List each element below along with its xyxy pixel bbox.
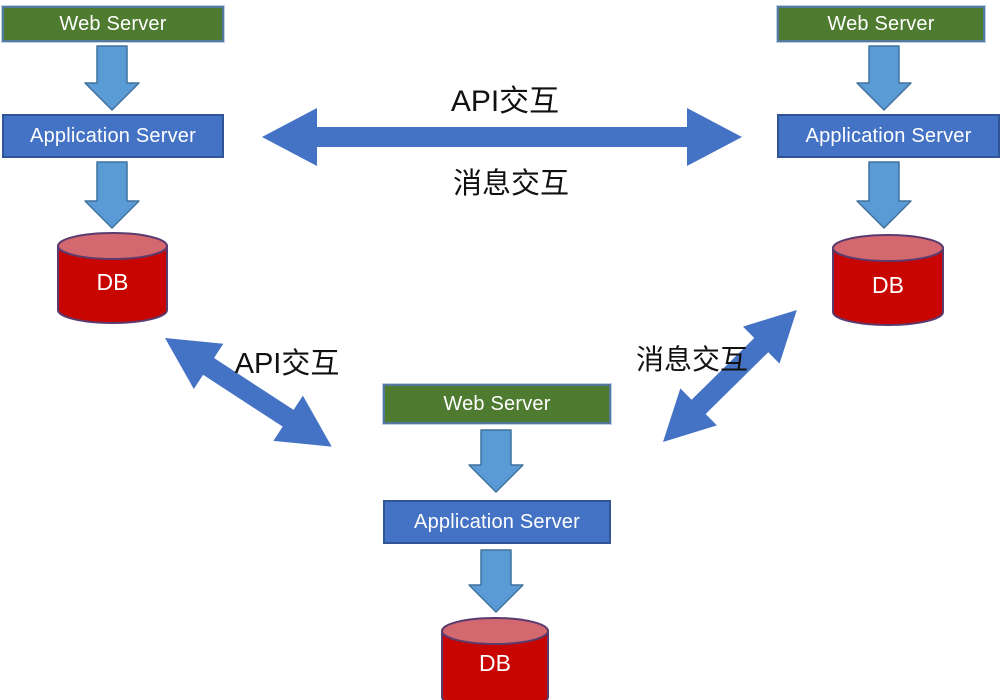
application-server-box-top-left: Application Server (2, 114, 224, 158)
down-arrow-icon-left-app-to-db (84, 161, 140, 229)
down-arrow-icon-center-app-to-db (468, 549, 524, 613)
web-server-label: Web Server (827, 12, 935, 35)
db-cylinder-right (832, 234, 944, 326)
down-arrow-icon-center-web-to-app (468, 429, 524, 493)
web-server-label: Web Server (443, 392, 551, 415)
double-arrow-icon-diagonal-message (663, 309, 797, 442)
down-arrow-icon-left-web-to-app (84, 45, 140, 111)
web-server-box-top-right: Web Server (777, 6, 985, 42)
double-arrow-icon-horizontal-api-message (262, 108, 742, 166)
application-server-box-bottom-center: Application Server (383, 500, 611, 544)
down-arrow-icon-right-app-to-db (856, 161, 912, 229)
web-server-box-top-left: Web Server (2, 6, 224, 42)
db-cylinder-center (441, 617, 549, 700)
application-server-box-top-right: Application Server (777, 114, 1000, 158)
application-server-label: Application Server (414, 510, 580, 533)
web-server-box-bottom-center: Web Server (383, 384, 611, 424)
application-server-label: Application Server (30, 124, 196, 147)
web-server-label: Web Server (59, 12, 167, 35)
db-cylinder-left (57, 232, 168, 324)
down-arrow-icon-right-web-to-app (856, 45, 912, 111)
double-arrow-icon-diagonal-api (165, 338, 332, 447)
application-server-label: Application Server (805, 124, 972, 147)
